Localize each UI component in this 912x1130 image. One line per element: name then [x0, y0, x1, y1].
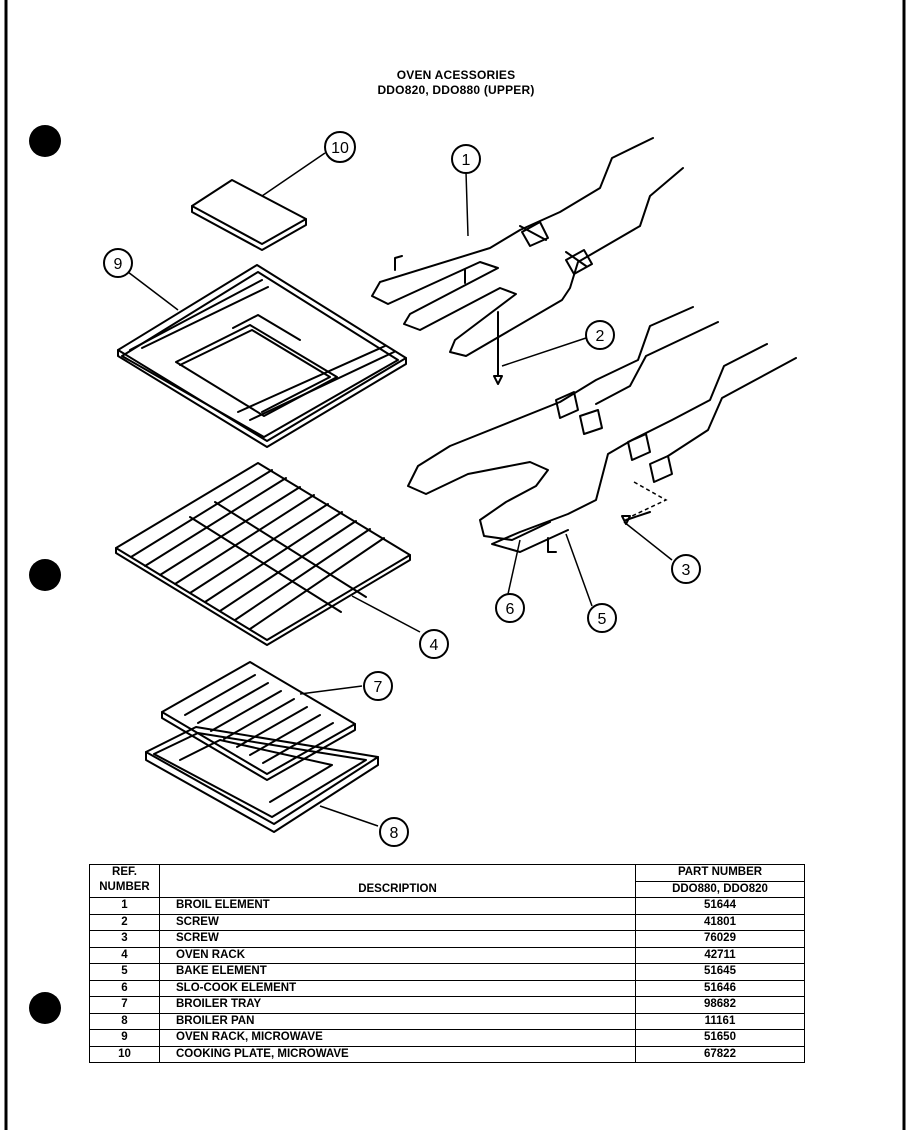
callout-circle-1 [451, 144, 481, 174]
bake-element-drawing [491, 343, 797, 553]
row-part-number: 51650 [635, 1029, 805, 1047]
callout-9: 9 [114, 256, 123, 273]
row-ref: 9 [89, 1029, 160, 1047]
callout-10: 10 [331, 140, 349, 157]
binder-hole-middle [29, 559, 61, 591]
binder-hole-top [29, 125, 61, 157]
broil-element-drawing [371, 137, 684, 357]
header-ref-line2: NUMBER [99, 881, 150, 893]
row-description: BROIL ELEMENT [159, 897, 636, 915]
callout-circle-5 [587, 603, 617, 633]
callout-2: 2 [596, 328, 605, 345]
row-part-number: 51646 [635, 979, 805, 997]
row-ref: 10 [89, 1045, 160, 1063]
row-ref: 3 [89, 930, 160, 948]
parts-table: REF. NUMBER DESCRIPTION PART NUMBER DDO8… [89, 864, 805, 1063]
callout-6: 6 [506, 601, 515, 618]
row-description: COOKING PLATE, MICROWAVE [159, 1045, 636, 1063]
row-ref: 7 [89, 996, 160, 1014]
row-part-number: 51644 [635, 897, 805, 915]
row-part-number: 41801 [635, 913, 805, 931]
callout-3: 3 [682, 562, 691, 579]
header-ref-number: REF. NUMBER [89, 864, 160, 898]
diagram-subtitle: DDO820, DDO880 (UPPER) [377, 83, 535, 97]
callout-5: 5 [598, 611, 607, 628]
header-description: DESCRIPTION [159, 864, 636, 898]
header-ref-line1: REF. [112, 866, 137, 878]
broiler-pan-drawing [145, 726, 379, 833]
oven-rack-drawing [115, 462, 411, 646]
slo-cook-element-drawing [407, 306, 719, 541]
row-description: SLO-COOK ELEMENT [159, 979, 636, 997]
row-description: OVEN RACK, MICROWAVE [159, 1029, 636, 1047]
row-part-number: 11161 [635, 1012, 805, 1030]
row-description: BROILER PAN [159, 1012, 636, 1030]
microwave-rack-drawing [117, 264, 407, 448]
diagram-title: OVEN ACESSORIES [396, 68, 516, 82]
callout-circle-6 [495, 593, 525, 623]
row-part-number: 51645 [635, 963, 805, 981]
callout-7: 7 [374, 679, 383, 696]
row-part-number: 42711 [635, 946, 805, 964]
row-part-number: 76029 [635, 930, 805, 948]
callout-circle-10 [324, 131, 356, 163]
callout-circle-9 [103, 248, 133, 278]
screw-3-drawing [621, 511, 651, 525]
row-ref: 5 [89, 963, 160, 981]
row-part-number: 67822 [635, 1045, 805, 1063]
broiler-tray-drawing [161, 661, 356, 781]
row-description: OVEN RACK [159, 946, 636, 964]
row-ref: 4 [89, 946, 160, 964]
row-ref: 8 [89, 1012, 160, 1030]
callout-circle-7 [363, 671, 393, 701]
row-description: SCREW [159, 930, 636, 948]
row-ref: 2 [89, 913, 160, 931]
binder-hole-bottom [29, 992, 61, 1024]
row-ref: 6 [89, 979, 160, 997]
callout-circle-3 [671, 554, 701, 584]
callout-circle-2 [585, 320, 615, 350]
cooking-plate-drawing [191, 179, 307, 251]
row-ref: 1 [89, 897, 160, 915]
row-description: BROILER TRAY [159, 996, 636, 1014]
callout-4: 4 [430, 637, 439, 654]
callout-circle-8 [379, 817, 409, 847]
screw-2-drawing [493, 311, 503, 385]
row-description: SCREW [159, 913, 636, 931]
callout-circle-4 [419, 629, 449, 659]
header-part-number: PART NUMBER [635, 864, 805, 882]
callout-1: 1 [462, 152, 471, 169]
header-models: DDO880, DDO820 [635, 880, 805, 898]
callout-8: 8 [390, 825, 399, 842]
row-part-number: 98682 [635, 996, 805, 1014]
row-description: BAKE ELEMENT [159, 963, 636, 981]
